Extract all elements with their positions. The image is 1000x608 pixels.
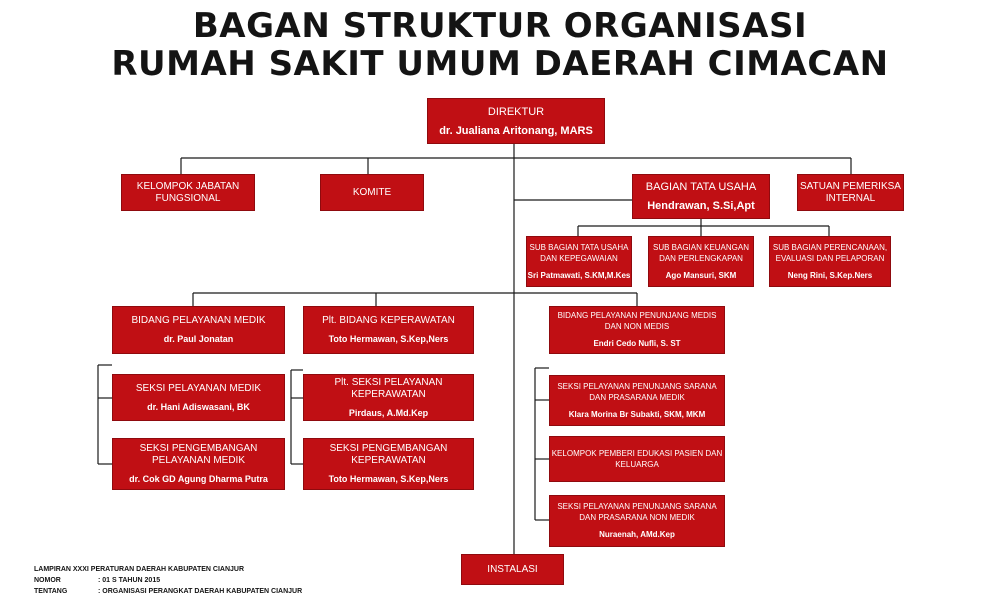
kelompok-jabatan-fungsional-box: KELOMPOK JABATAN FUNGSIONAL bbox=[121, 174, 255, 211]
kelompok-jabatan-fungsional-label: KELOMPOK JABATAN FUNGSIONAL bbox=[136, 180, 240, 204]
sub-bagian-perencanaan-name: Neng Rini, S.Kep.Ners bbox=[787, 270, 873, 280]
seksi-penunjang-medik-box: SEKSI PELAYANAN PENUNJANG SARANA DAN PRA… bbox=[549, 375, 725, 426]
seksi-penunjang-medik-name: Klara Morina Br Subakti, SKM, MKM bbox=[568, 409, 706, 419]
seksi-pelayanan-keperawatan-label: Plt. SEKSI PELAYANAN KEPERAWATAN bbox=[334, 376, 443, 400]
seksi-pengembangan-keperawatan-label: SEKSI PENGEMBANGAN KEPERAWATAN bbox=[329, 443, 448, 466]
footer-nomor: NOMOR : 01 S TAHUN 2015 bbox=[34, 576, 160, 585]
komite-label: KOMITE bbox=[352, 186, 392, 198]
kelompok-edukasi-pasien-box: KELOMPOK PEMBERI EDUKASI PASIEN DAN KELU… bbox=[549, 436, 725, 482]
footer-lampiran: LAMPIRAN XXXI PERATURAN DAERAH KABUPATEN… bbox=[34, 566, 245, 573]
bidang-keperawatan-label: Plt. BIDANG KEPERAWATAN bbox=[322, 315, 455, 326]
bidang-pelayanan-medik-name: dr. Paul Jonatan bbox=[163, 334, 234, 344]
sub-bagian-perencanaan-label: SUB BAGIAN PERENCANAAN, EVALUASI DAN PEL… bbox=[772, 242, 888, 263]
komite-box: KOMITE bbox=[320, 174, 424, 211]
seksi-pengembangan-medik-box: SEKSI PENGEMBANGAN PELAYANAN MEDIK dr. C… bbox=[112, 438, 285, 490]
seksi-pelayanan-medik-label: SEKSI PELAYANAN MEDIK bbox=[135, 382, 262, 394]
seksi-penunjang-non-medik-label: SEKSI PELAYANAN PENUNJANG SARANA DAN PRA… bbox=[557, 502, 717, 522]
seksi-penunjang-non-medik-name: Nuraenah, AMd.Kep bbox=[599, 530, 675, 539]
satuan-pemeriksa-internal-label: SATUAN PEMERIKSA INTERNAL bbox=[800, 180, 901, 204]
footer-tentang-key: TENTANG bbox=[34, 588, 68, 595]
footer-nomor-key: NOMOR bbox=[34, 577, 61, 584]
seksi-pelayanan-medik-box: SEKSI PELAYANAN MEDIK dr. Hani Adiswasan… bbox=[112, 374, 285, 421]
sub-bagian-tata-usaha-box: SUB BAGIAN TATA USAHA DAN KEPEGAWAIAN Sr… bbox=[526, 236, 632, 287]
footer-nomor-value: : 01 S TAHUN 2015 bbox=[98, 577, 161, 584]
sub-bagian-tata-usaha-label: SUB BAGIAN TATA USAHA DAN KEPEGAWAIAN bbox=[529, 242, 629, 263]
bidang-keperawatan-box: Plt. BIDANG KEPERAWATAN Toto Hermawan, S… bbox=[303, 306, 474, 354]
chart-title-line-1: BAGAN STRUKTUR ORGANISASI bbox=[192, 6, 808, 46]
sub-bagian-perencanaan-box: SUB BAGIAN PERENCANAAN, EVALUASI DAN PEL… bbox=[769, 236, 891, 287]
sub-bagian-keuangan-box: SUB BAGIAN KEUANGAN DAN PERLENGKAPAN Ago… bbox=[648, 236, 754, 287]
bidang-penunjang-box: BIDANG PELAYANAN PENUNJANG MEDIS DAN NON… bbox=[549, 306, 725, 354]
sub-bagian-keuangan-label: SUB BAGIAN KEUANGAN DAN PERLENGKAPAN bbox=[652, 242, 750, 263]
sub-bagian-tata-usaha-name: Sri Patmawati, S.KM,M.Kes bbox=[527, 270, 631, 280]
satuan-pemeriksa-internal-box: SATUAN PEMERIKSA INTERNAL bbox=[797, 174, 904, 211]
seksi-pengembangan-keperawatan-name: Toto Hermawan, S.Kep,Ners bbox=[328, 474, 449, 484]
seksi-penunjang-non-medik-box: SEKSI PELAYANAN PENUNJANG SARANA DAN PRA… bbox=[549, 495, 725, 547]
bagian-tata-usaha-label: BAGIAN TATA USAHA bbox=[645, 181, 757, 193]
direktur-label: DIREKTUR bbox=[487, 105, 545, 118]
bagian-tata-usaha-box: BAGIAN TATA USAHA Hendrawan, S.Si,Apt bbox=[632, 174, 770, 219]
bidang-penunjang-label: BIDANG PELAYANAN PENUNJANG MEDIS DAN NON… bbox=[557, 311, 717, 331]
seksi-pelayanan-keperawatan-box: Plt. SEKSI PELAYANAN KEPERAWATAN Pirdaus… bbox=[303, 374, 474, 421]
seksi-penunjang-medik-label: SEKSI PELAYANAN PENUNJANG SARANA DAN PRA… bbox=[557, 381, 717, 402]
seksi-pengembangan-medik-label: SEKSI PENGEMBANGAN PELAYANAN MEDIK bbox=[139, 443, 258, 466]
footer-tentang: TENTANG : ORGANISASI PERANGKAT DAERAH KAB… bbox=[34, 587, 302, 596]
chart-title-line-2: RUMAH SAKIT UMUM DAERAH CIMACAN bbox=[111, 44, 889, 84]
instalasi-box: INSTALASI bbox=[461, 554, 564, 585]
seksi-pelayanan-medik-name: dr. Hani Adiswasani, BK bbox=[147, 401, 250, 412]
direktur-box: DIREKTUR dr. Jualiana Aritonang, MARS bbox=[427, 98, 605, 144]
bidang-pelayanan-medik-box: BIDANG PELAYANAN MEDIK dr. Paul Jonatan bbox=[112, 306, 285, 354]
bidang-penunjang-name: Endri Cedo Nufli, S. ST bbox=[593, 339, 681, 348]
seksi-pelayanan-keperawatan-name: Pirdaus, A.Md.Kep bbox=[348, 407, 429, 418]
direktur-name: dr. Jualiana Aritonang, MARS bbox=[439, 124, 593, 137]
instalasi-label: INSTALASI bbox=[487, 563, 538, 575]
seksi-pengembangan-keperawatan-box: SEKSI PENGEMBANGAN KEPERAWATAN Toto Herm… bbox=[303, 438, 474, 490]
bidang-pelayanan-medik-label: BIDANG PELAYANAN MEDIK bbox=[131, 315, 266, 326]
kelompok-edukasi-pasien-label: KELOMPOK PEMBERI EDUKASI PASIEN DAN KELU… bbox=[551, 449, 723, 469]
bidang-keperawatan-name: Toto Hermawan, S.Kep,Ners bbox=[328, 334, 449, 344]
footer-tentang-value: : ORGANISASI PERANGKAT DAERAH KABUPATEN … bbox=[98, 588, 303, 595]
bagian-tata-usaha-name: Hendrawan, S.Si,Apt bbox=[647, 200, 755, 212]
sub-bagian-keuangan-name: Ago Mansuri, SKM bbox=[665, 270, 737, 280]
seksi-pengembangan-medik-name: dr. Cok GD Agung Dharma Putra bbox=[129, 474, 268, 484]
